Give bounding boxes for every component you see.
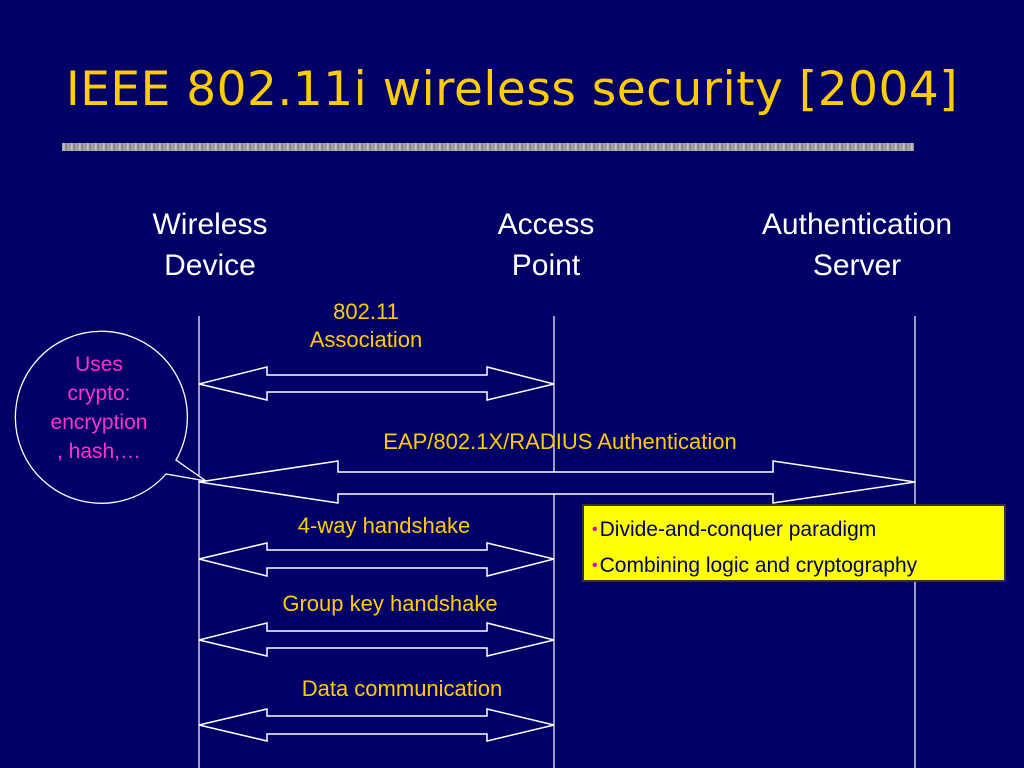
association-arrow: [198, 366, 555, 401]
association-label-line-2: Association: [309, 327, 423, 352]
bullet-icon: •: [592, 557, 598, 574]
four-way-handshake-label: 4-way handshake: [297, 513, 471, 538]
entity-wireless-device-line-1: Wireless: [152, 208, 268, 241]
entity-access-point-line-2: Point: [511, 249, 581, 282]
association-label-line-1: 802.11: [333, 299, 399, 324]
bullet-icon: •: [592, 521, 598, 538]
entity-auth-server-line-1: Authentication: [761, 208, 953, 241]
entity-auth-server: Authentication Server: [742, 204, 972, 286]
crypto-bubble-text: Uses crypto: encryption , hash,…: [32, 350, 166, 466]
eap-arrow: [198, 460, 916, 504]
entity-auth-server-line-2: Server: [812, 249, 902, 282]
bubble-line-4: , hash,…: [56, 440, 142, 463]
group-key-handshake-arrow: [198, 622, 555, 657]
note-item-text: Divide-and-conquer paradigm: [599, 518, 877, 541]
data-communication-arrow: [198, 708, 555, 742]
bubble-line-3: encryption: [50, 411, 148, 434]
four-way-handshake-arrow: [198, 542, 555, 577]
data-communication-label: Data communication: [301, 676, 503, 701]
note-item: • Divide-and-conquer paradigm: [592, 512, 996, 548]
bubble-line-2: crypto:: [67, 382, 131, 405]
note-item-text: Combining logic and cryptography: [599, 554, 918, 577]
entity-access-point: Access Point: [476, 204, 616, 286]
association-label: 802.11 Association: [286, 298, 446, 354]
slide-title: IEEE 802.11i wireless security [2004]: [65, 62, 959, 117]
note-item: • Combining logic and cryptography: [592, 548, 996, 584]
entity-wireless-device-line-2: Device: [164, 249, 256, 282]
entity-wireless-device: Wireless Device: [130, 204, 290, 286]
bubble-line-1: Uses: [75, 353, 123, 376]
entity-access-point-line-1: Access: [497, 208, 595, 241]
key-points-note: • Divide-and-conquer paradigm • Combinin…: [582, 504, 1006, 582]
title-divider: [62, 143, 914, 151]
crypto-speech-bubble: [14, 330, 207, 504]
eap-label: EAP/802.1X/RADIUS Authentication: [383, 429, 737, 454]
group-key-handshake-label: Group key handshake: [282, 591, 498, 616]
